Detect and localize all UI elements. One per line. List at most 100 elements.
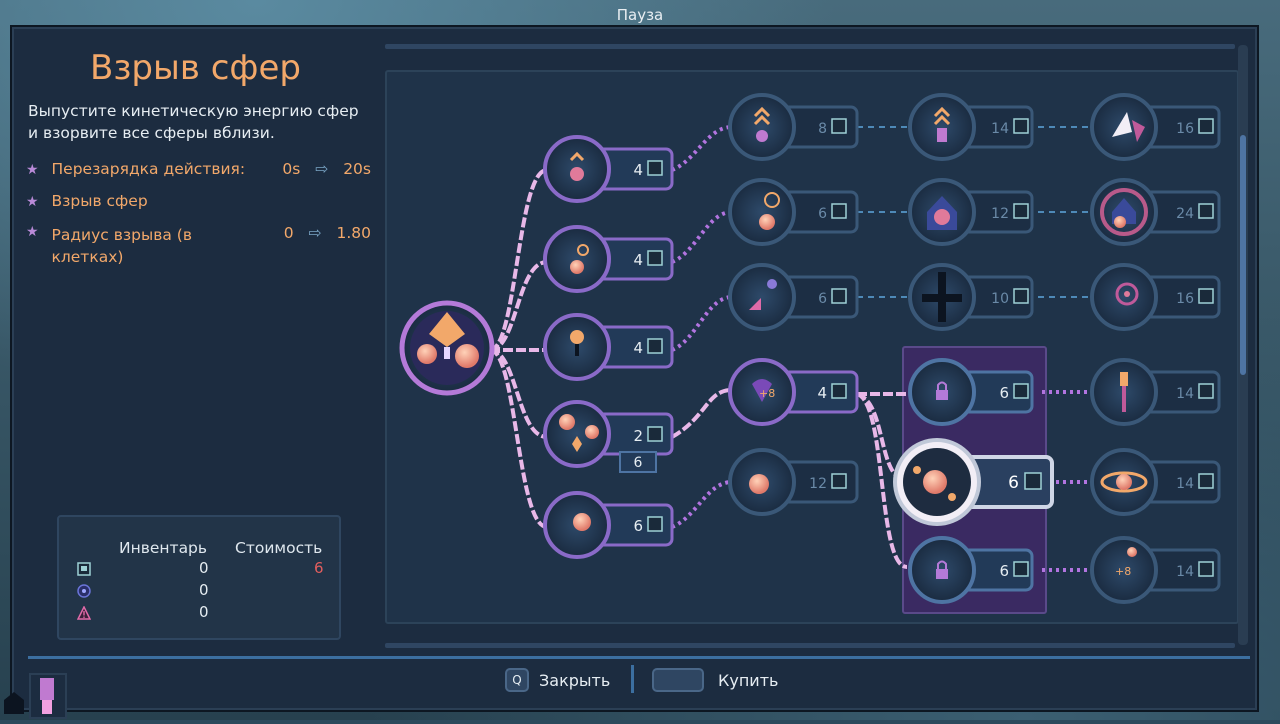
skill-description: Выпустите кинетическую энергию сфер и вз… xyxy=(28,102,359,142)
node-cost: 8 xyxy=(818,121,827,137)
chip-icon xyxy=(647,160,663,176)
node-cost: 14 xyxy=(1176,564,1194,580)
chip-icon xyxy=(1198,203,1214,219)
tree-node-col4-row6[interactable]: +8 14 xyxy=(1090,536,1221,604)
chip-icon xyxy=(831,383,847,399)
node-cost: 12 xyxy=(809,476,827,492)
tree-node-col3-row2[interactable]: 12 xyxy=(908,178,1034,246)
tree-node-col1-row5[interactable]: 6 xyxy=(543,491,674,559)
stat-to: 20s xyxy=(343,160,371,178)
stat-values: 0s ⇨ 20s xyxy=(282,160,371,178)
tree-scrollbar-thumb[interactable] xyxy=(1240,135,1246,375)
tree-node-col2-row1[interactable]: 8 xyxy=(728,93,859,161)
tree-node-col1-row2[interactable]: 4 xyxy=(543,225,674,293)
tree-node-col4-row5[interactable]: 14 xyxy=(1090,448,1221,516)
tree-node-col1-row1[interactable]: 4 xyxy=(543,135,674,203)
node-cost: 6 xyxy=(633,517,643,535)
tree-node-col3-row4[interactable]: 6 xyxy=(908,358,1034,426)
tree-node-col1-row3[interactable]: 4 xyxy=(543,313,674,381)
inventory-row: 0 6 xyxy=(59,559,339,579)
tree-node-col3-row1[interactable]: 14 xyxy=(908,93,1034,161)
tree-top-rail xyxy=(385,44,1235,49)
skill-tree-graph: 4 4 4 2 6 xyxy=(399,93,1221,614)
node-cost: 6 xyxy=(999,384,1009,402)
arrow-right-icon: ⇨ xyxy=(315,160,329,178)
node-cost: 6 xyxy=(1008,473,1019,493)
chip-icon xyxy=(831,118,847,134)
skill-info-panel: Взрыв сфер Выпустите кинетическую энерги… xyxy=(18,30,373,640)
tree-node-col2-row4[interactable]: +8 4 xyxy=(728,358,859,426)
chip-icon xyxy=(647,338,663,354)
footer-divider xyxy=(28,656,1250,659)
tree-node-col4-row2[interactable]: 24 xyxy=(1090,178,1221,246)
node-cost: 10 xyxy=(991,291,1009,307)
tree-node-col1-row4[interactable]: 2 6 xyxy=(543,400,674,473)
chip-icon xyxy=(831,473,847,489)
chip-icon xyxy=(1198,561,1214,577)
character-icon xyxy=(0,670,70,720)
stat-label: Радиус взрыва (в клетках) xyxy=(51,226,192,266)
inventory-value: 0 xyxy=(199,603,209,621)
orb-icon xyxy=(77,584,91,598)
stat-label: Перезарядка действия: xyxy=(51,160,246,178)
chip-icon xyxy=(1013,118,1029,134)
chip-icon xyxy=(77,562,91,576)
node-cost: 2 xyxy=(633,427,643,445)
tree-node-col4-row4[interactable]: 14 xyxy=(1090,358,1221,426)
skill-tree-panel: 4 4 4 2 6 xyxy=(385,70,1239,624)
chip-icon xyxy=(831,203,847,219)
tree-node-col3-row6[interactable]: 6 xyxy=(908,536,1034,604)
svg-text:+8: +8 xyxy=(1115,565,1131,578)
tree-bottom-rail xyxy=(385,643,1235,648)
star-icon: ★ xyxy=(26,224,39,240)
root-skill-node[interactable] xyxy=(399,300,495,396)
chip-icon xyxy=(647,426,663,442)
node-cost: 4 xyxy=(633,251,643,269)
stat-label: Взрыв сфер xyxy=(51,192,148,210)
lock-icon xyxy=(936,390,948,400)
stat-from: 0s xyxy=(282,160,301,178)
buy-button[interactable]: Купить xyxy=(652,667,778,693)
arrow-right-icon: ⇨ xyxy=(308,224,322,242)
node-cost: 14 xyxy=(991,121,1009,137)
node-cost: 14 xyxy=(1176,476,1194,492)
stat-values: 0 ⇨ 1.80 xyxy=(284,224,371,242)
lock-icon xyxy=(936,569,948,579)
close-button[interactable]: Q Закрыть xyxy=(505,667,610,693)
tree-node-col2-row3[interactable]: 6 xyxy=(728,263,859,331)
keycap-buy-icon xyxy=(652,668,704,692)
footer-separator xyxy=(631,665,634,693)
star-icon: ★ xyxy=(26,194,39,210)
tree-node-col3-row3[interactable]: 10 xyxy=(908,263,1034,331)
chip-icon xyxy=(1198,118,1214,134)
tree-node-col2-row2[interactable]: 6 xyxy=(728,178,859,246)
tree-node-col4-row1[interactable]: 16 xyxy=(1090,93,1221,161)
tree-node-col2-row5[interactable]: 12 xyxy=(728,448,859,516)
chip-icon xyxy=(1198,383,1214,399)
node-cost: 6 xyxy=(999,562,1009,580)
inventory-value: 0 xyxy=(199,581,209,599)
node-cost: 6 xyxy=(818,291,827,307)
stat-orb-burst: ★ Взрыв сфер xyxy=(26,192,371,210)
node-cost: 14 xyxy=(1176,386,1194,402)
tree-node-col4-row3[interactable]: 16 xyxy=(1090,263,1221,331)
chip-icon xyxy=(1198,288,1214,304)
sub-cost: 6 xyxy=(634,455,643,471)
node-cost: 12 xyxy=(991,206,1009,222)
tree-node-col3-row5-selected[interactable]: 6 xyxy=(893,438,1054,526)
stat-to: 1.80 xyxy=(336,224,371,242)
node-cost: 24 xyxy=(1176,206,1194,222)
chip-icon xyxy=(1013,288,1029,304)
inventory-row: 0 xyxy=(59,603,339,623)
cost-value: 6 xyxy=(314,559,324,577)
star-icon: ★ xyxy=(26,162,39,178)
inventory-header: Инвентарь xyxy=(119,539,208,557)
node-cost: 16 xyxy=(1176,291,1194,307)
node-cost: 4 xyxy=(633,161,643,179)
keycap-q-icon: Q xyxy=(505,668,529,692)
buy-label: Купить xyxy=(718,670,779,690)
tree-future-links xyxy=(857,126,1092,298)
stat-radius: ★ Радиус взрыва (в клетках) 0 ⇨ 1.80 xyxy=(26,224,371,268)
chip-icon xyxy=(1024,472,1042,490)
chip-icon xyxy=(647,250,663,266)
